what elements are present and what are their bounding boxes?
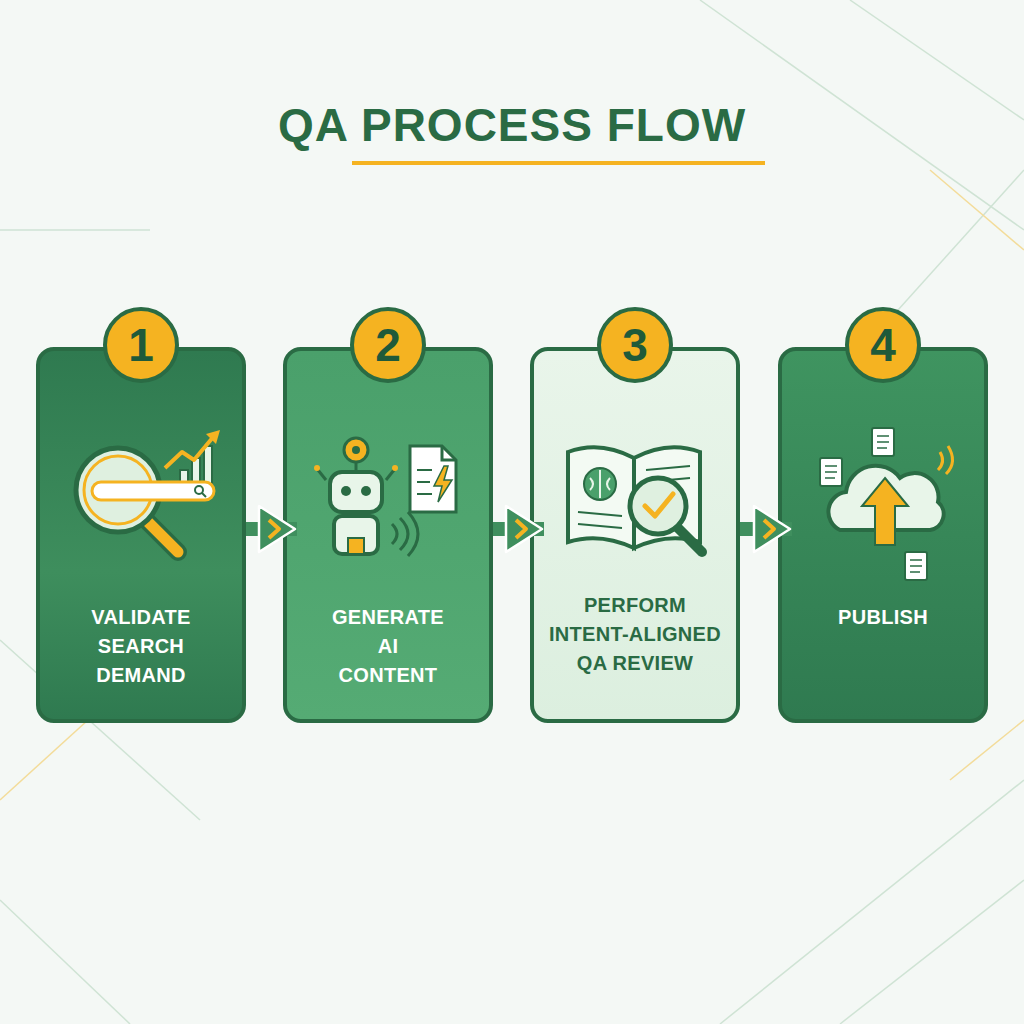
flow-arrow [493,522,544,536]
icon-part [330,472,382,512]
icon-part [910,571,920,573]
icon-part [146,520,178,552]
icon-part [76,448,160,532]
icon-part [341,486,351,496]
qa-review-icon [568,447,702,552]
icon-part [0,900,130,1024]
icon-part [410,446,456,512]
icon-part [820,428,927,580]
icon-part [877,441,889,443]
icon-part [0,229,150,231]
icon-part [578,524,622,528]
icon-part [417,469,432,471]
icon-part [910,565,922,567]
icon-part [938,452,943,470]
icon-part [930,170,1024,250]
icon-part [442,446,456,460]
step-number: 3 [597,307,673,383]
flow-arrow [246,522,297,536]
icon-part [192,458,200,490]
icon-part [568,447,634,548]
icon-part [720,780,1024,1024]
cloud-upload-icon [820,428,953,580]
flow-arrow [740,522,792,536]
icon-part [825,477,835,479]
step-label: GENERATE AI CONTENT [326,603,450,690]
title-underline [352,161,765,165]
icon-part [352,446,360,454]
icon-part [700,0,1024,230]
icon-part [584,468,616,500]
icon-part [645,494,673,516]
icon-part [314,465,320,471]
ai-robot-icon [314,438,456,556]
icon-part [877,447,887,449]
step-label: VALIDATE SEARCH DEMAND [63,603,219,690]
icon-part [392,465,398,471]
step-label: PUBLISH [803,603,963,632]
icon-part [646,466,690,470]
icon-part [202,493,206,497]
icon-part [646,478,690,482]
icon-part [825,471,837,473]
icon-part [392,524,397,544]
icon-part [634,447,700,548]
icon-part [676,526,702,552]
icon-part [880,170,1024,330]
icon-part [180,470,188,490]
icon-part [92,482,214,500]
icon-part [590,470,610,498]
process-step-box: 4PUBLISH [778,347,988,723]
icon-part [361,486,371,496]
icon-part [862,478,908,545]
icon-part [165,436,214,468]
step-number: 4 [845,307,921,383]
icon-part [417,481,430,483]
icon-part [630,478,686,534]
icon-part [318,470,326,480]
icon-part [204,446,212,490]
icon-part [850,0,1024,120]
icon-part [344,438,368,462]
search-demand-icon [76,430,220,552]
icon-part [206,430,220,444]
icon-part [825,465,837,467]
icon-part [334,516,378,554]
icon-part [820,458,842,486]
icon-part [950,720,1024,780]
icon-part [877,435,889,437]
step-number: 2 [350,307,426,383]
icon-part [386,470,394,480]
process-step-box: 2GENERATE AI CONTENT [283,347,493,723]
icon-part [84,456,152,524]
icon-part [872,428,894,456]
icon-part [828,466,943,530]
icon-part [578,512,622,516]
icon-part [825,436,922,572]
icon-part [417,493,432,495]
icon-part [946,446,953,474]
step-number: 1 [103,307,179,383]
icon-part [355,462,358,470]
icon-part [840,880,1024,1024]
icon-part [146,520,178,552]
icon-part [910,559,922,561]
icon-part [400,518,408,550]
process-step-box: 3PERFORM INTENT-ALIGNED QA REVIEW [530,347,740,723]
icon-part [434,466,452,502]
icon-part [905,552,927,580]
background-accent-lines [0,170,1024,800]
icon-part [408,512,418,556]
process-step-box: 1VALIDATE SEARCH DEMAND [36,347,246,723]
icon-part [348,538,364,554]
diagram-title: QA PROCESS FLOW [0,98,1024,152]
icon-part [195,486,203,494]
step-label: PERFORM INTENT-ALIGNED QA REVIEW [542,591,728,678]
